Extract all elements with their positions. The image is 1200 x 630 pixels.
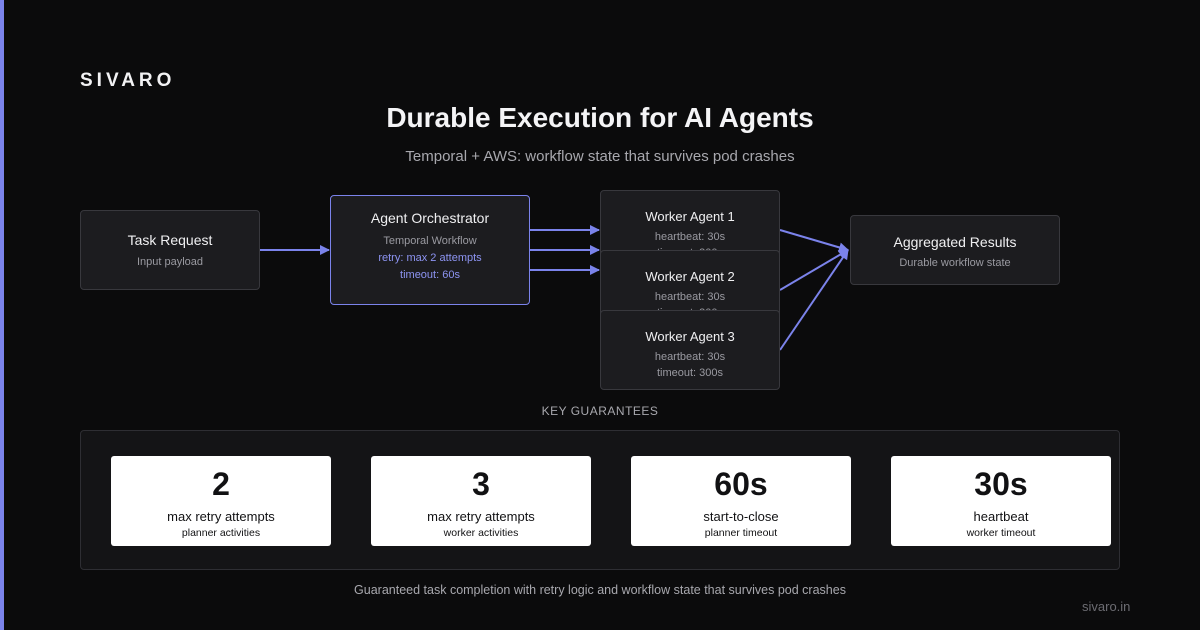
agent-orchestrator-node: Agent Orchestrator Temporal Workflow ret…: [330, 195, 530, 305]
stat-label: max retry attempts: [427, 509, 535, 524]
heartbeat-setting: heartbeat: 30s: [654, 291, 726, 303]
heartbeat-setting: heartbeat: 30s: [654, 231, 726, 243]
arrow-worker-2-to-results: [779, 249, 849, 291]
node-title: Agent Orchestrator: [370, 210, 490, 226]
stat-card-planner-timeout: 60s start-to-close planner timeout: [631, 456, 851, 546]
stat-value: 60s: [714, 466, 768, 502]
guarantees-panel: 2 max retry attempts planner activities …: [80, 430, 1120, 570]
stat-note: worker activities: [443, 527, 519, 539]
stat-card-worker-heartbeat: 30s heartbeat worker timeout: [891, 456, 1111, 546]
stat-label: start-to-close: [703, 509, 779, 524]
footer-note: Guaranteed task completion with retry lo…: [354, 583, 846, 597]
node-subtitle: Input payload: [136, 256, 204, 268]
stat-label: heartbeat: [973, 509, 1029, 524]
stat-label: max retry attempts: [167, 509, 275, 524]
stat-value: 3: [472, 466, 490, 502]
heartbeat-setting: heartbeat: 30s: [654, 351, 726, 363]
node-title: Task Request: [127, 232, 213, 248]
arrow-worker-3-to-results: [779, 249, 849, 351]
arrow-worker-1-to-results: [779, 229, 849, 253]
aggregated-results-node: Aggregated Results Durable workflow stat…: [850, 215, 1060, 285]
stat-value: 2: [212, 466, 230, 502]
stat-card-worker-retries: 3 max retry attempts worker activities: [371, 456, 591, 546]
brand-logo: SIVARO: [80, 70, 176, 91]
retry-policy: retry: max 2 attempts: [378, 252, 482, 264]
node-title: Worker Agent 1: [645, 209, 735, 224]
page-subtitle: Temporal + AWS: workflow state that surv…: [405, 148, 795, 165]
node-title: Worker Agent 3: [645, 329, 735, 344]
node-title: Aggregated Results: [893, 234, 1017, 250]
node-title: Worker Agent 2: [645, 269, 735, 284]
worker-agent-3-node: Worker Agent 3 heartbeat: 30s timeout: 3…: [600, 310, 780, 390]
stat-value: 30s: [974, 466, 1028, 502]
stat-card-planner-retries: 2 max retry attempts planner activities: [111, 456, 331, 546]
site-link[interactable]: sivaro.in: [1082, 599, 1131, 614]
stat-note: planner activities: [181, 527, 261, 539]
node-subtitle: Durable workflow state: [899, 257, 1011, 269]
section-label: KEY GUARANTEES: [541, 404, 659, 418]
page-title: Durable Execution for AI Agents: [386, 102, 814, 133]
timeout-setting: timeout: 300s: [656, 367, 724, 379]
task-request-node: Task Request Input payload: [80, 210, 260, 290]
stat-note: planner timeout: [704, 527, 778, 539]
timeout-policy: timeout: 60s: [400, 269, 460, 281]
accent-bar: [0, 0, 4, 630]
node-subtitle: Temporal Workflow: [383, 235, 477, 247]
stat-note: worker timeout: [966, 527, 1036, 539]
